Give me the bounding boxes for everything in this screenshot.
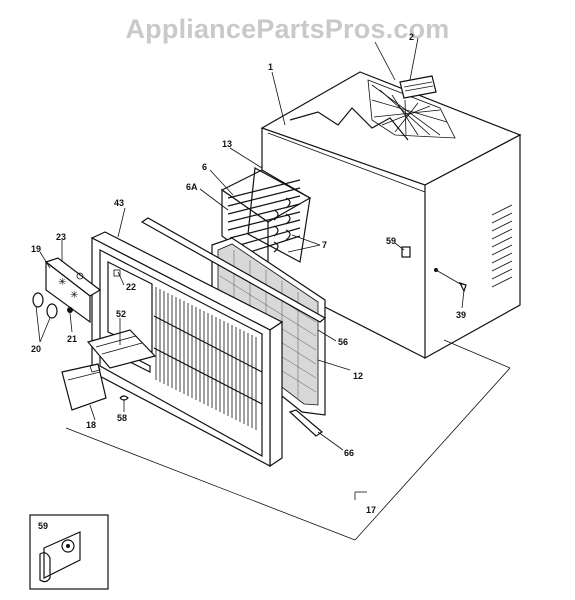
door-part-52 [86, 329, 157, 369]
svg-text:✳: ✳ [70, 290, 78, 301]
callout-2: 2 [409, 32, 414, 42]
callout-18: 18 [86, 420, 96, 430]
label-plate-part-2 [399, 75, 437, 99]
callout-56: 56 [338, 337, 348, 347]
callout-7: 7 [322, 240, 327, 250]
seal-strip-top-part-66 [140, 217, 327, 323]
cabinet-side-louvers [491, 204, 513, 288]
callout-43: 43 [114, 198, 124, 208]
callout-17: 17 [366, 505, 376, 515]
callout-58: 58 [117, 413, 127, 423]
callout-13: 13 [222, 139, 232, 149]
control-panel-part-23: ✳ ✳ [44, 257, 102, 324]
callout-12: 12 [353, 371, 363, 381]
callout-66: 66 [344, 448, 354, 458]
callout-6a: 6A [186, 182, 198, 192]
base-outline-part-17 [65, 339, 511, 541]
callout-21: 21 [67, 334, 77, 344]
callout-20: 20 [31, 344, 41, 354]
svg-text:✳: ✳ [58, 277, 66, 288]
screw-part-39 [434, 268, 467, 293]
bracket-part-59 [401, 246, 411, 258]
callout-59: 59 [386, 236, 396, 246]
knobs-part-20 [32, 292, 58, 319]
coil-assembly [220, 167, 312, 272]
inset-callout-59: 59 [38, 521, 48, 531]
callout-23: 23 [56, 232, 66, 242]
seal-strip-bottom-part-66 [288, 409, 323, 437]
callout-22: 22 [126, 282, 136, 292]
inset-detail-59: 59 [29, 514, 109, 590]
access-door-part-18 [61, 363, 107, 411]
cabinet-shell [260, 71, 522, 360]
callout-labels: 1 2 13 6 6A 7 43 59 39 19 23 22 52 21 20… [31, 32, 466, 515]
callout-39: 39 [456, 310, 466, 320]
knob-part-21 [67, 307, 73, 313]
callout-19: 19 [31, 244, 41, 254]
clip-part-56 [119, 395, 129, 401]
callout-1: 1 [268, 62, 273, 72]
callout-6: 6 [202, 162, 207, 172]
front-grille-part-43 [90, 231, 284, 468]
cabinet-top-mesh [367, 79, 456, 139]
watermark-text: AppliancePartsPros.com [125, 14, 450, 44]
callout-52: 52 [116, 309, 126, 319]
leader-lines [35, 37, 465, 451]
